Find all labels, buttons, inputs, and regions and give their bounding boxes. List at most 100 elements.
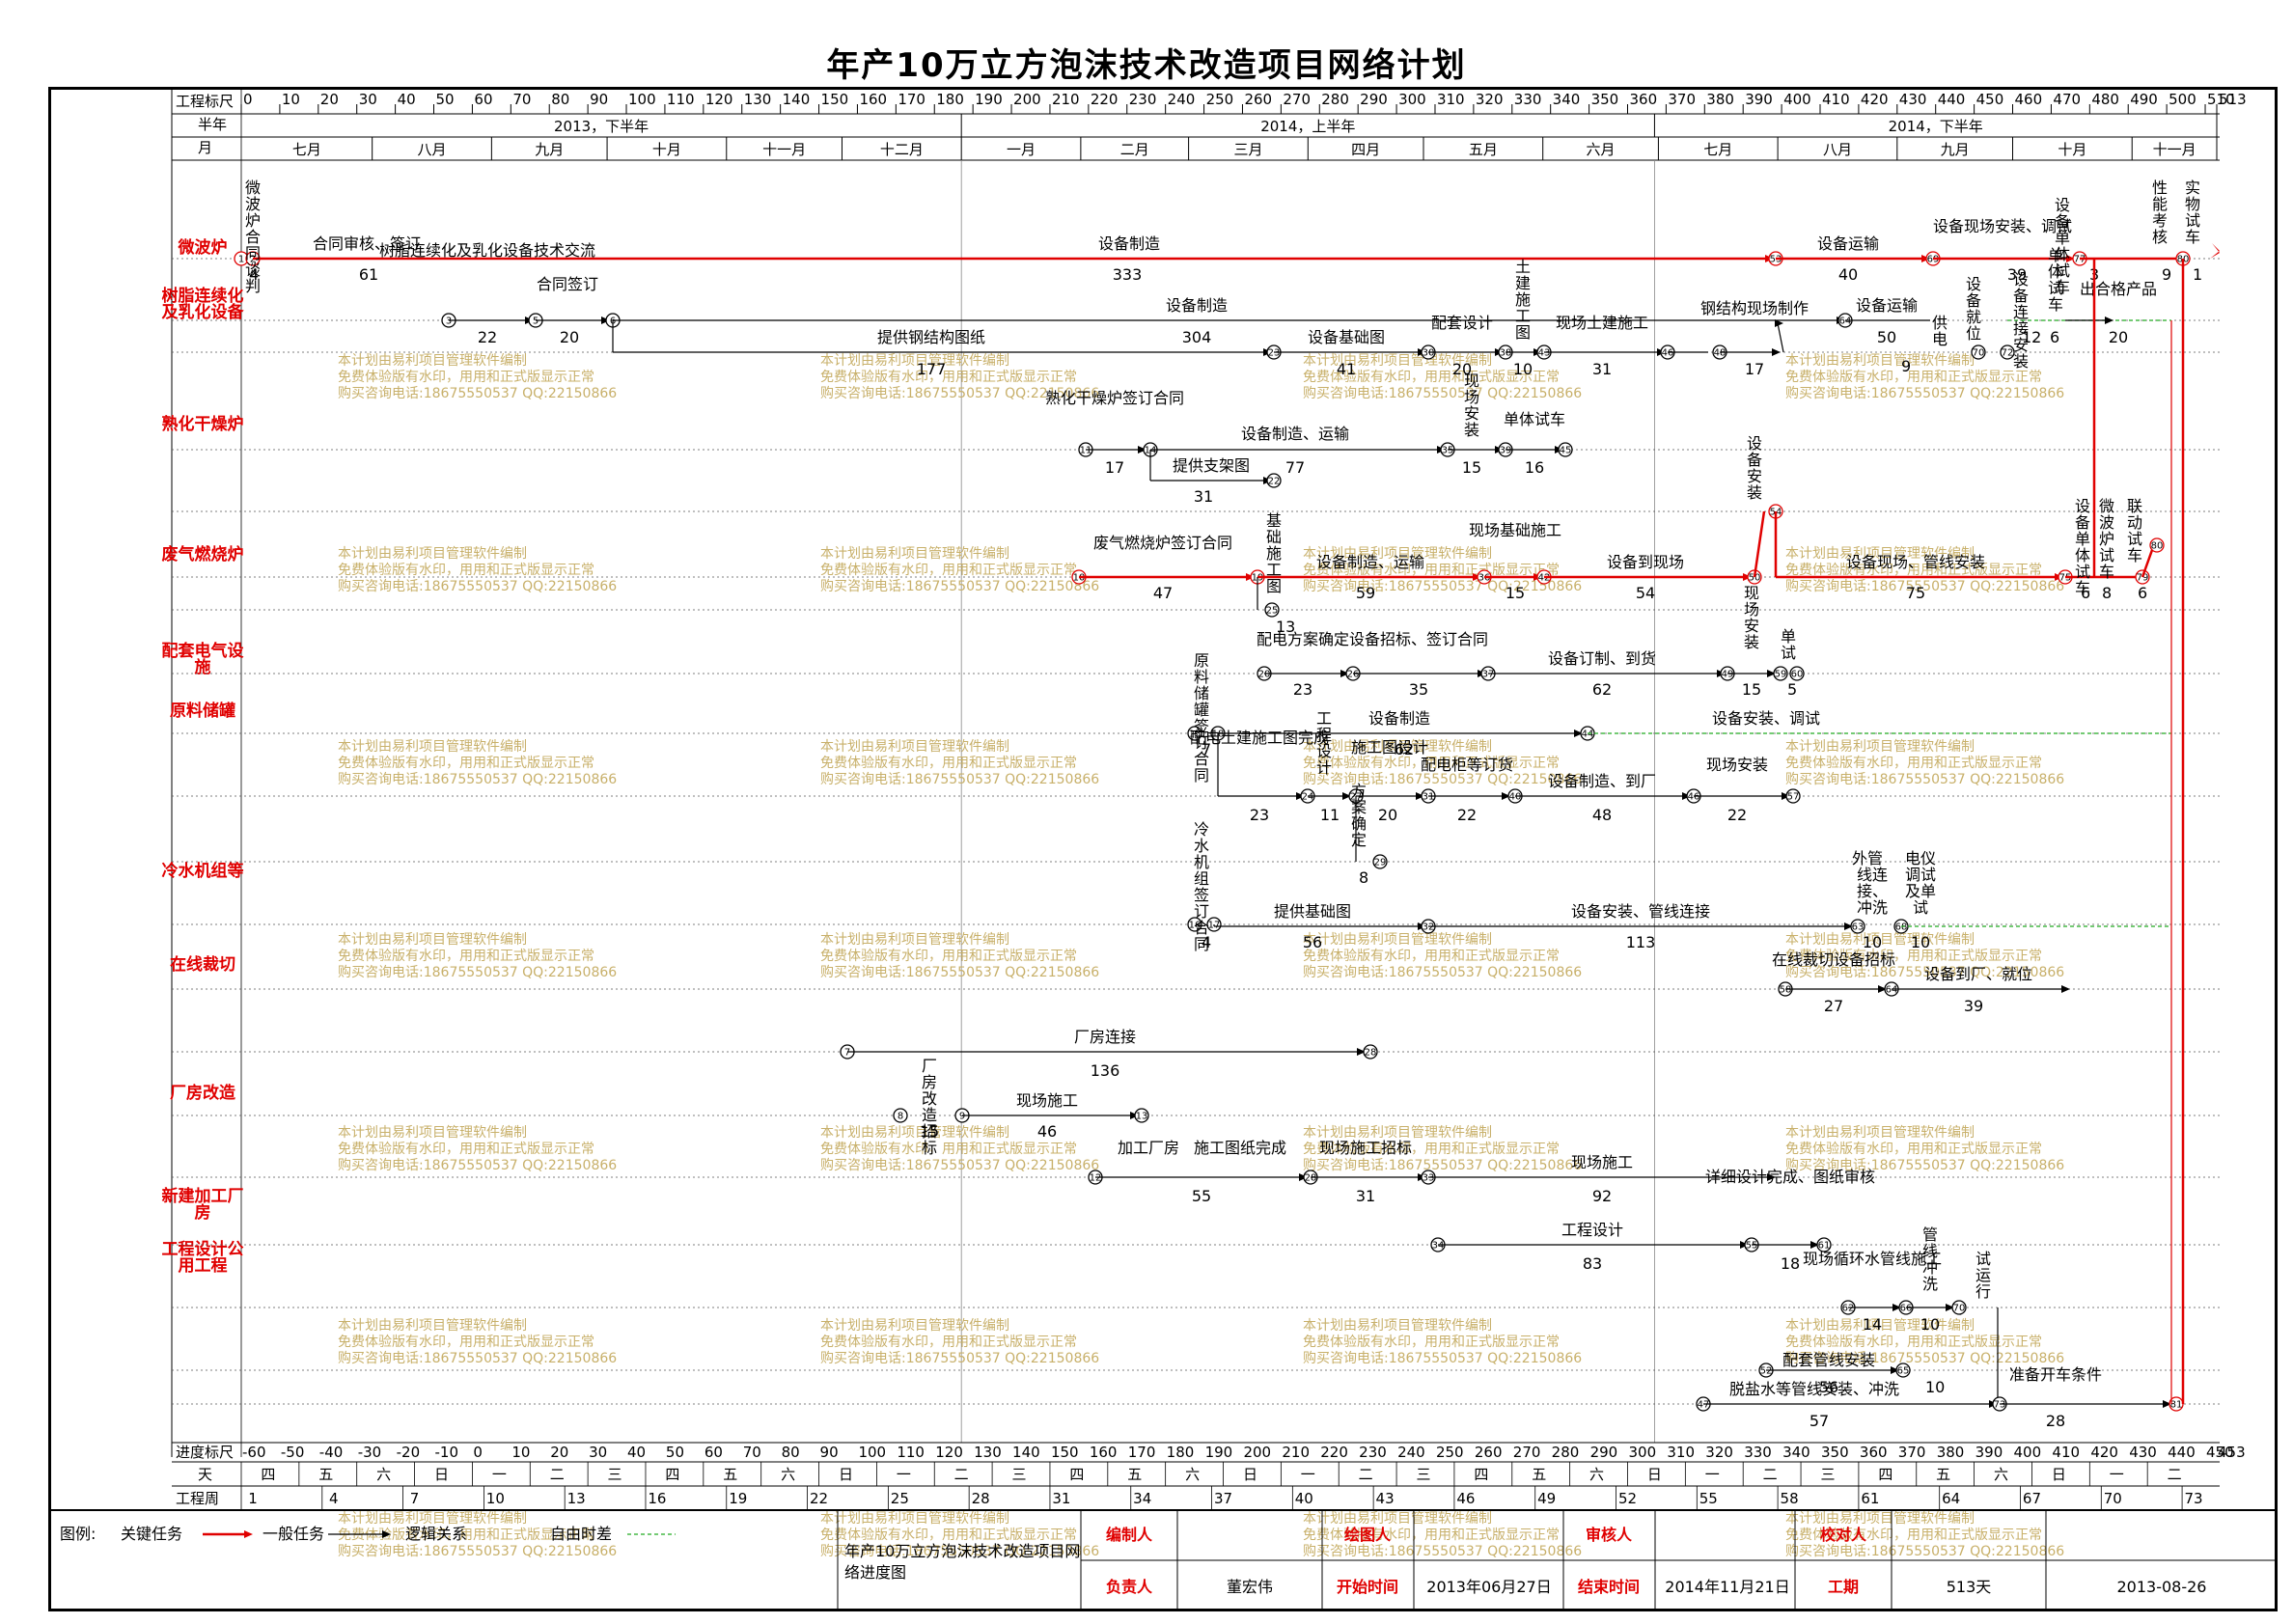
task-duration: 39 bbox=[1964, 997, 1983, 1015]
watermark-text: 本计划由易利项目管理软件编制 bbox=[1303, 546, 1492, 562]
event-node-number: 55 bbox=[1746, 1241, 1758, 1252]
task-label: 案 bbox=[1351, 798, 1367, 816]
scale-top-tick: 240 bbox=[1168, 91, 1196, 108]
scale-bottom-tick: 300 bbox=[1628, 1444, 1656, 1461]
task-duration: 61 bbox=[359, 265, 378, 284]
task-label: 单体试车 bbox=[1504, 410, 1565, 428]
watermark-text: 购买咨询电话:18675550537 QQ:22150866 bbox=[820, 386, 1099, 401]
watermark-text: 免费体验版有水印，用用和正式版显示正常 bbox=[338, 1335, 594, 1350]
scale-top-tick: 430 bbox=[1899, 91, 1927, 108]
task-duration: 57 bbox=[1810, 1412, 1829, 1430]
task-label: 配电土建施工图完成 bbox=[1190, 729, 1329, 747]
task-duration: 28 bbox=[2046, 1412, 2065, 1430]
month-cell: 八月 bbox=[418, 141, 447, 158]
watermark-text: 购买咨询电话:18675550537 QQ:22150866 bbox=[820, 579, 1099, 594]
task-duration: 10 bbox=[1925, 1378, 1945, 1396]
task-duration: 56 bbox=[1303, 933, 1322, 951]
task-label: 安 bbox=[1744, 617, 1759, 635]
watermark-text: 购买咨询电话:18675550537 QQ:22150866 bbox=[338, 579, 617, 594]
event-node bbox=[2149, 537, 2165, 553]
scale-bottom-tick: 210 bbox=[1282, 1444, 1310, 1461]
watermark-text: 免费体验版有水印，用用和正式版显示正常 bbox=[1785, 1528, 2042, 1543]
task-label: 谈 bbox=[245, 261, 261, 279]
task-duration: 10 bbox=[1863, 933, 1882, 951]
task-label: 工 bbox=[1515, 307, 1531, 325]
task-label: 厂房连接 bbox=[1074, 1028, 1136, 1046]
weekday-cell: 二 bbox=[1359, 1466, 1373, 1483]
watermark-text: 购买咨询电话:18675550537 QQ:22150866 bbox=[1303, 579, 1582, 594]
scale-top-tick: 330 bbox=[1514, 91, 1542, 108]
task-label: 配套管线安装 bbox=[1782, 1351, 1875, 1369]
task-label: 试 bbox=[2185, 211, 2200, 230]
scale-bottom-tick: -40 bbox=[319, 1444, 344, 1461]
task-label: 车 bbox=[2127, 546, 2142, 564]
watermark-text: 免费体验版有水印，用用和正式版显示正常 bbox=[1303, 1335, 1560, 1350]
arrow-head bbox=[1138, 446, 1146, 454]
event-node-number: 81 bbox=[2170, 1400, 2183, 1411]
task-duration: 27 bbox=[1824, 997, 1843, 1015]
task-label: 原 bbox=[1194, 651, 1209, 670]
footer-date: 2013-08-26 bbox=[2117, 1578, 2207, 1596]
task-label: 体 bbox=[2075, 546, 2090, 564]
month-cell: 十二月 bbox=[880, 141, 924, 158]
task-label: 订 bbox=[1194, 902, 1209, 921]
arrow-head bbox=[2105, 317, 2113, 324]
scale-bottom-tick: 420 bbox=[2090, 1444, 2118, 1461]
event-node-number: 58 bbox=[1780, 985, 1792, 996]
scale-top-tick: 30 bbox=[359, 91, 377, 108]
task-label: 装 bbox=[1744, 633, 1759, 651]
watermark-text: 购买咨询电话:18675550537 QQ:22150866 bbox=[1303, 965, 1582, 980]
task-label: 性 bbox=[2152, 179, 2168, 197]
scale-top-tick: 280 bbox=[1321, 91, 1349, 108]
week-cell: 64 bbox=[1942, 1490, 1960, 1507]
event-node-number: 64 bbox=[1839, 317, 1852, 327]
weekday-cell: 六 bbox=[1994, 1466, 2008, 1483]
scale-bottom-tick: 400 bbox=[2014, 1444, 2042, 1461]
scale-bottom-tick: 290 bbox=[1590, 1444, 1618, 1461]
event-node-number: 68 bbox=[1895, 922, 1908, 933]
arrow-head bbox=[1775, 319, 1783, 327]
activity-arrow bbox=[1777, 322, 1784, 353]
watermark-text: 免费体验版有水印，用用和正式版显示正常 bbox=[820, 563, 1077, 578]
arrow-head bbox=[1878, 985, 1887, 993]
task-label: 招 bbox=[922, 1122, 937, 1141]
event-node-number: 66 bbox=[1900, 1304, 1913, 1314]
task-label: 实 bbox=[2185, 179, 2200, 197]
week-cell: 19 bbox=[729, 1490, 747, 1507]
event-node-number: 61 bbox=[1818, 1241, 1831, 1252]
event-node bbox=[1187, 917, 1202, 932]
task-label: 联 bbox=[2127, 497, 2142, 515]
task-label: 线 bbox=[1922, 1242, 1938, 1260]
scale-top-tick: 410 bbox=[1822, 91, 1850, 108]
scale-bottom-tick: 100 bbox=[858, 1444, 886, 1461]
footer-drawer-label: 绘图人 bbox=[1344, 1526, 1392, 1544]
event-node bbox=[1895, 1363, 1911, 1378]
scale-top-tick: 310 bbox=[1437, 91, 1465, 108]
task-label: 方 bbox=[1351, 782, 1367, 800]
task-label: 能 bbox=[2152, 195, 2168, 213]
scale-top-tick: 360 bbox=[1629, 91, 1657, 108]
footer-start: 2013年06月27日 bbox=[1426, 1578, 1551, 1596]
month-cell: 九月 bbox=[535, 141, 564, 158]
task-label: 安 bbox=[2013, 336, 2029, 354]
event-node-number: 79 bbox=[2137, 573, 2149, 584]
footer-maker-label: 编制人 bbox=[1106, 1526, 1153, 1544]
task-label: 出合格产品 bbox=[2080, 280, 2157, 298]
task-label: 物 bbox=[2185, 195, 2200, 213]
task-label: 试 bbox=[2127, 530, 2142, 548]
event-node-number: 62 bbox=[1842, 1304, 1855, 1314]
scale-bottom-tick: 230 bbox=[1359, 1444, 1387, 1461]
weekday-cell: 日 bbox=[434, 1466, 449, 1483]
task-label: 现 bbox=[1744, 584, 1759, 602]
task-duration: 8 bbox=[2102, 584, 2112, 602]
scale-bottom-tick: 220 bbox=[1320, 1444, 1348, 1461]
task-label: 场 bbox=[1744, 600, 1759, 619]
task-duration: 56 bbox=[1819, 1378, 1838, 1396]
watermark-text: 购买咨询电话:18675550537 QQ:22150866 bbox=[338, 1544, 617, 1559]
scale-bottom-tick: 270 bbox=[1513, 1444, 1541, 1461]
footer-project-name: 年产10万立方泡沫技术改造项目网 bbox=[844, 1542, 1080, 1560]
task-label: 提供支架图 bbox=[1173, 456, 1250, 475]
task-label: 炉 bbox=[245, 211, 261, 230]
watermark-text: 免费体验版有水印，用用和正式版显示正常 bbox=[338, 949, 594, 964]
weekday-cell: 三 bbox=[1417, 1466, 1431, 1483]
